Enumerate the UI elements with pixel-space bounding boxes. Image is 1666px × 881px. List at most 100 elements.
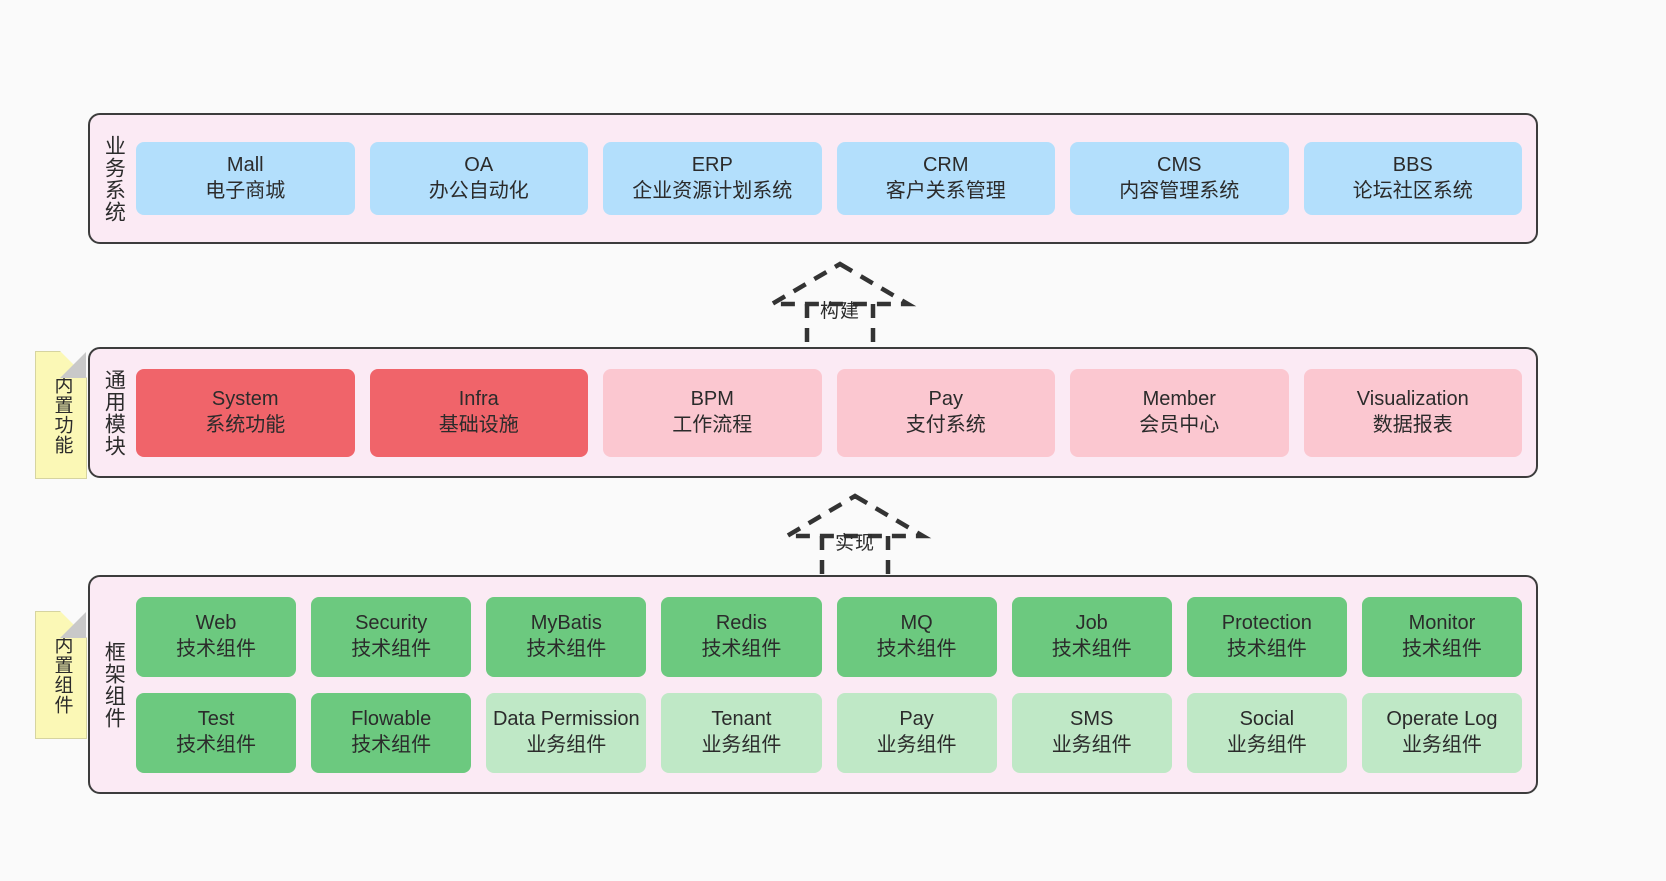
card-test[interactable]: Test 技术组件 — [136, 692, 297, 773]
layer-label-business: 业务系统 — [102, 134, 126, 223]
card-security[interactable]: Security 技术组件 — [311, 596, 472, 677]
card-protection[interactable]: Protection 技术组件 — [1186, 596, 1347, 677]
card-subtitle: 技术组件 — [876, 637, 957, 660]
layer-body-business: Mall 电子商城 OA 办公自动化 ERP 企业资源计划系统 CRM 客户关系… — [136, 115, 1536, 242]
card-social[interactable]: Social 业务组件 — [1186, 692, 1347, 773]
card-web[interactable]: Web 技术组件 — [136, 596, 297, 677]
card-title: Security — [355, 611, 428, 634]
connector-build: 构建 — [760, 258, 920, 358]
card-subtitle: 技术组件 — [176, 637, 257, 660]
layer-common-modules: 通用模块 System 系统功能 Infra 基础设施 BPM 工作流程 Pay… — [88, 347, 1538, 478]
card-title: Test — [197, 707, 235, 730]
card-redis[interactable]: Redis 技术组件 — [661, 596, 822, 677]
generalization-arrow-icon — [763, 261, 917, 353]
card-job[interactable]: Job 技术组件 — [1011, 596, 1172, 677]
card-subtitle: 系统功能 — [205, 413, 286, 436]
card-title: Data Permission — [492, 707, 640, 730]
layer-label-framework: 框架组件 — [102, 640, 126, 729]
card-operate-log[interactable]: Operate Log 业务组件 — [1361, 692, 1522, 773]
note-label: 内置组件 — [51, 635, 73, 715]
note-builtin-component: 内置组件 — [35, 611, 87, 739]
card-data-permission[interactable]: Data Permission 业务组件 — [486, 692, 647, 773]
card-title: CRM — [922, 153, 969, 176]
card-subtitle: 业务组件 — [1051, 733, 1132, 756]
card-title: Flowable — [351, 707, 432, 730]
card-title: Protection — [1221, 611, 1312, 634]
card-title: Monitor — [1408, 611, 1476, 634]
card-subtitle: 技术组件 — [351, 637, 432, 660]
card-system[interactable]: System 系统功能 — [136, 368, 355, 457]
card-visualization[interactable]: Visualization 数据报表 — [1303, 368, 1522, 457]
card-title: Web — [195, 611, 237, 634]
card-bbs[interactable]: BBS 论坛社区系统 — [1303, 142, 1522, 215]
card-subtitle: 客户关系管理 — [885, 179, 1006, 202]
card-subtitle: 技术组件 — [351, 733, 432, 756]
card-subtitle: 基础设施 — [438, 413, 519, 436]
card-title: Pay — [899, 707, 934, 730]
note-label: 内置功能 — [51, 375, 73, 455]
card-mall[interactable]: Mall 电子商城 — [136, 142, 355, 215]
card-title: Pay — [928, 387, 963, 410]
card-title: Social — [1239, 707, 1295, 730]
card-subtitle: 技术组件 — [701, 637, 782, 660]
layer-body-framework: Web 技术组件 Security 技术组件 MyBatis 技术组件 Redi… — [136, 577, 1536, 792]
card-bpm[interactable]: BPM 工作流程 — [603, 368, 822, 457]
card-subtitle: 业务组件 — [1226, 733, 1307, 756]
card-title: Visualization — [1356, 387, 1469, 410]
card-title: BPM — [690, 387, 734, 410]
card-infra[interactable]: Infra 基础设施 — [369, 368, 588, 457]
card-subtitle: 工作流程 — [672, 413, 753, 436]
card-title: Tenant — [711, 707, 772, 730]
card-row: Mall 电子商城 OA 办公自动化 ERP 企业资源计划系统 CRM 客户关系… — [136, 142, 1522, 215]
card-title: Mall — [226, 153, 264, 176]
card-row: System 系统功能 Infra 基础设施 BPM 工作流程 Pay 支付系统… — [136, 368, 1522, 457]
card-subtitle: 技术组件 — [1051, 637, 1132, 660]
card-title: OA — [464, 153, 494, 176]
card-row: Web 技术组件 Security 技术组件 MyBatis 技术组件 Redi… — [136, 596, 1522, 677]
card-title: Member — [1142, 387, 1216, 410]
card-subtitle: 技术组件 — [526, 637, 607, 660]
card-title: MyBatis — [530, 611, 602, 634]
card-title: ERP — [691, 153, 733, 176]
card-row: Test 技术组件 Flowable 技术组件 Data Permission … — [136, 692, 1522, 773]
card-title: SMS — [1070, 707, 1114, 730]
note-builtin-function: 内置功能 — [35, 351, 87, 479]
card-subtitle: 业务组件 — [876, 733, 957, 756]
card-sms[interactable]: SMS 业务组件 — [1011, 692, 1172, 773]
card-tenant[interactable]: Tenant 业务组件 — [661, 692, 822, 773]
card-title: Job — [1075, 611, 1108, 634]
card-mq[interactable]: MQ 技术组件 — [836, 596, 997, 677]
card-member[interactable]: Member 会员中心 — [1070, 368, 1289, 457]
card-oa[interactable]: OA 办公自动化 — [369, 142, 588, 215]
layer-body-modules: System 系统功能 Infra 基础设施 BPM 工作流程 Pay 支付系统… — [136, 349, 1536, 476]
card-subtitle: 电子商城 — [205, 179, 286, 202]
card-title: System — [211, 387, 279, 410]
card-pay[interactable]: Pay 支付系统 — [836, 368, 1055, 457]
card-subtitle: 会员中心 — [1139, 413, 1220, 436]
card-subtitle: 办公自动化 — [428, 179, 529, 202]
card-title: Operate Log — [1386, 707, 1498, 730]
card-erp[interactable]: ERP 企业资源计划系统 — [603, 142, 822, 215]
card-title: Redis — [715, 611, 767, 634]
card-monitor[interactable]: Monitor 技术组件 — [1361, 596, 1522, 677]
card-title: BBS — [1392, 153, 1433, 176]
card-subtitle: 技术组件 — [176, 733, 257, 756]
card-subtitle: 支付系统 — [905, 413, 986, 436]
card-crm[interactable]: CRM 客户关系管理 — [836, 142, 1055, 215]
card-title: CMS — [1157, 153, 1202, 176]
card-subtitle: 企业资源计划系统 — [632, 179, 793, 202]
layer-label-modules: 通用模块 — [102, 368, 126, 457]
card-subtitle: 内容管理系统 — [1119, 179, 1240, 202]
card-flowable[interactable]: Flowable 技术组件 — [311, 692, 472, 773]
card-subtitle: 数据报表 — [1372, 413, 1453, 436]
card-subtitle: 论坛社区系统 — [1352, 179, 1473, 202]
card-subtitle: 技术组件 — [1401, 637, 1482, 660]
card-mybatis[interactable]: MyBatis 技术组件 — [486, 596, 647, 677]
card-title: MQ — [900, 611, 933, 634]
card-subtitle: 业务组件 — [526, 733, 607, 756]
card-cms[interactable]: CMS 内容管理系统 — [1070, 142, 1289, 215]
card-subtitle: 业务组件 — [1401, 733, 1482, 756]
card-subtitle: 技术组件 — [1226, 637, 1307, 660]
card-title: Infra — [458, 387, 499, 410]
card-pay-business[interactable]: Pay 业务组件 — [836, 692, 997, 773]
